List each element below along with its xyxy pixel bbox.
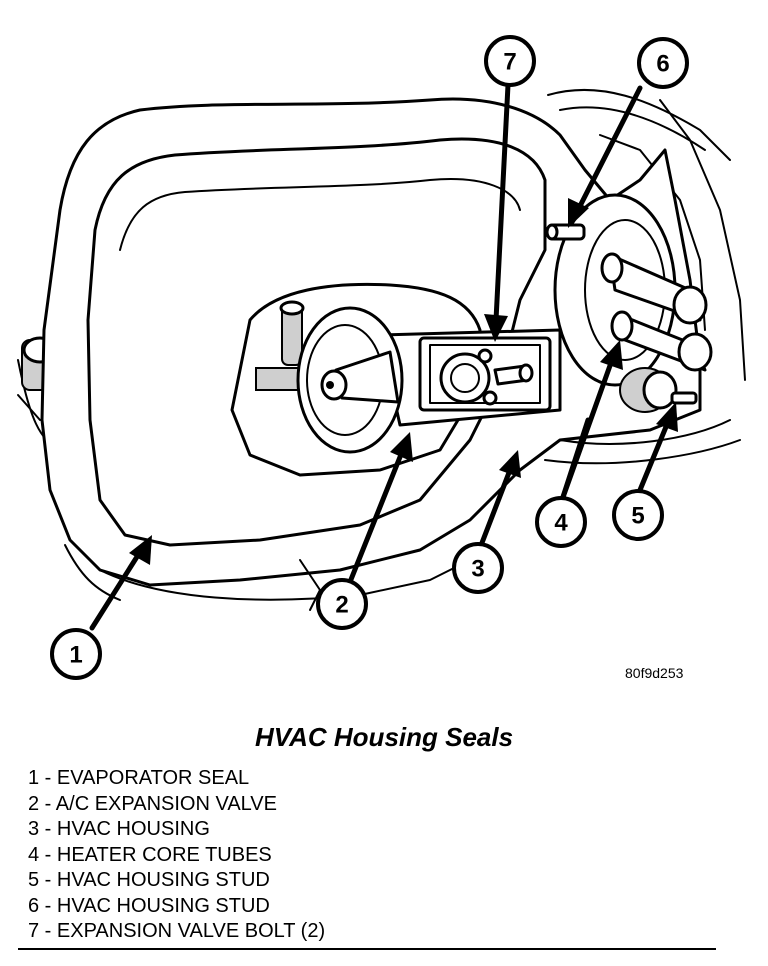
figure-code: 80f9d253 <box>625 665 684 681</box>
legend-item: 4 - HEATER CORE TUBES <box>28 843 272 866</box>
legend-item: 7 - EXPANSION VALVE BOLT (2) <box>28 920 326 942</box>
svg-text:7: 7 <box>503 49 516 76</box>
hvac-housing-illustration: 1 2 3 4 5 6 7 <box>17 35 746 680</box>
housing-studs <box>545 223 698 405</box>
callout-4: 4 <box>535 496 587 548</box>
callout-2: 2 <box>316 578 368 630</box>
legend-list: 1 - EVAPORATOR SEAL 2 - A/C EXPANSION VA… <box>28 766 325 945</box>
svg-text:5: 5 <box>631 503 644 530</box>
svg-text:2: 2 <box>335 592 348 619</box>
svg-text:4: 4 <box>554 510 568 537</box>
legend-item: 6 - HVAC HOUSING STUD <box>28 894 270 917</box>
valve-seal-disc <box>296 306 404 454</box>
callout-7: 7 <box>484 35 536 87</box>
figure-title: HVAC Housing Seals <box>254 722 514 752</box>
leader-arrows <box>89 82 678 631</box>
svg-text:3: 3 <box>471 556 484 583</box>
callout-5: 5 <box>612 489 664 541</box>
heater-core-tubes <box>600 252 713 413</box>
svg-text:6: 6 <box>656 51 669 78</box>
legend-item: 5 - HVAC HOUSING STUD <box>28 869 270 891</box>
legend-item: 3 - HVAC HOUSING <box>28 818 210 840</box>
legend-item: 1 - EVAPORATOR SEAL <box>28 767 250 789</box>
svg-text:1: 1 <box>69 642 82 669</box>
callout-3: 3 <box>452 542 504 594</box>
callout-6: 6 <box>637 37 689 89</box>
legend-item: 2 - A/C EXPANSION VALVE <box>28 792 277 815</box>
bottom-rule <box>18 948 716 950</box>
expansion-valve <box>378 328 562 427</box>
callout-1: 1 <box>50 628 102 680</box>
